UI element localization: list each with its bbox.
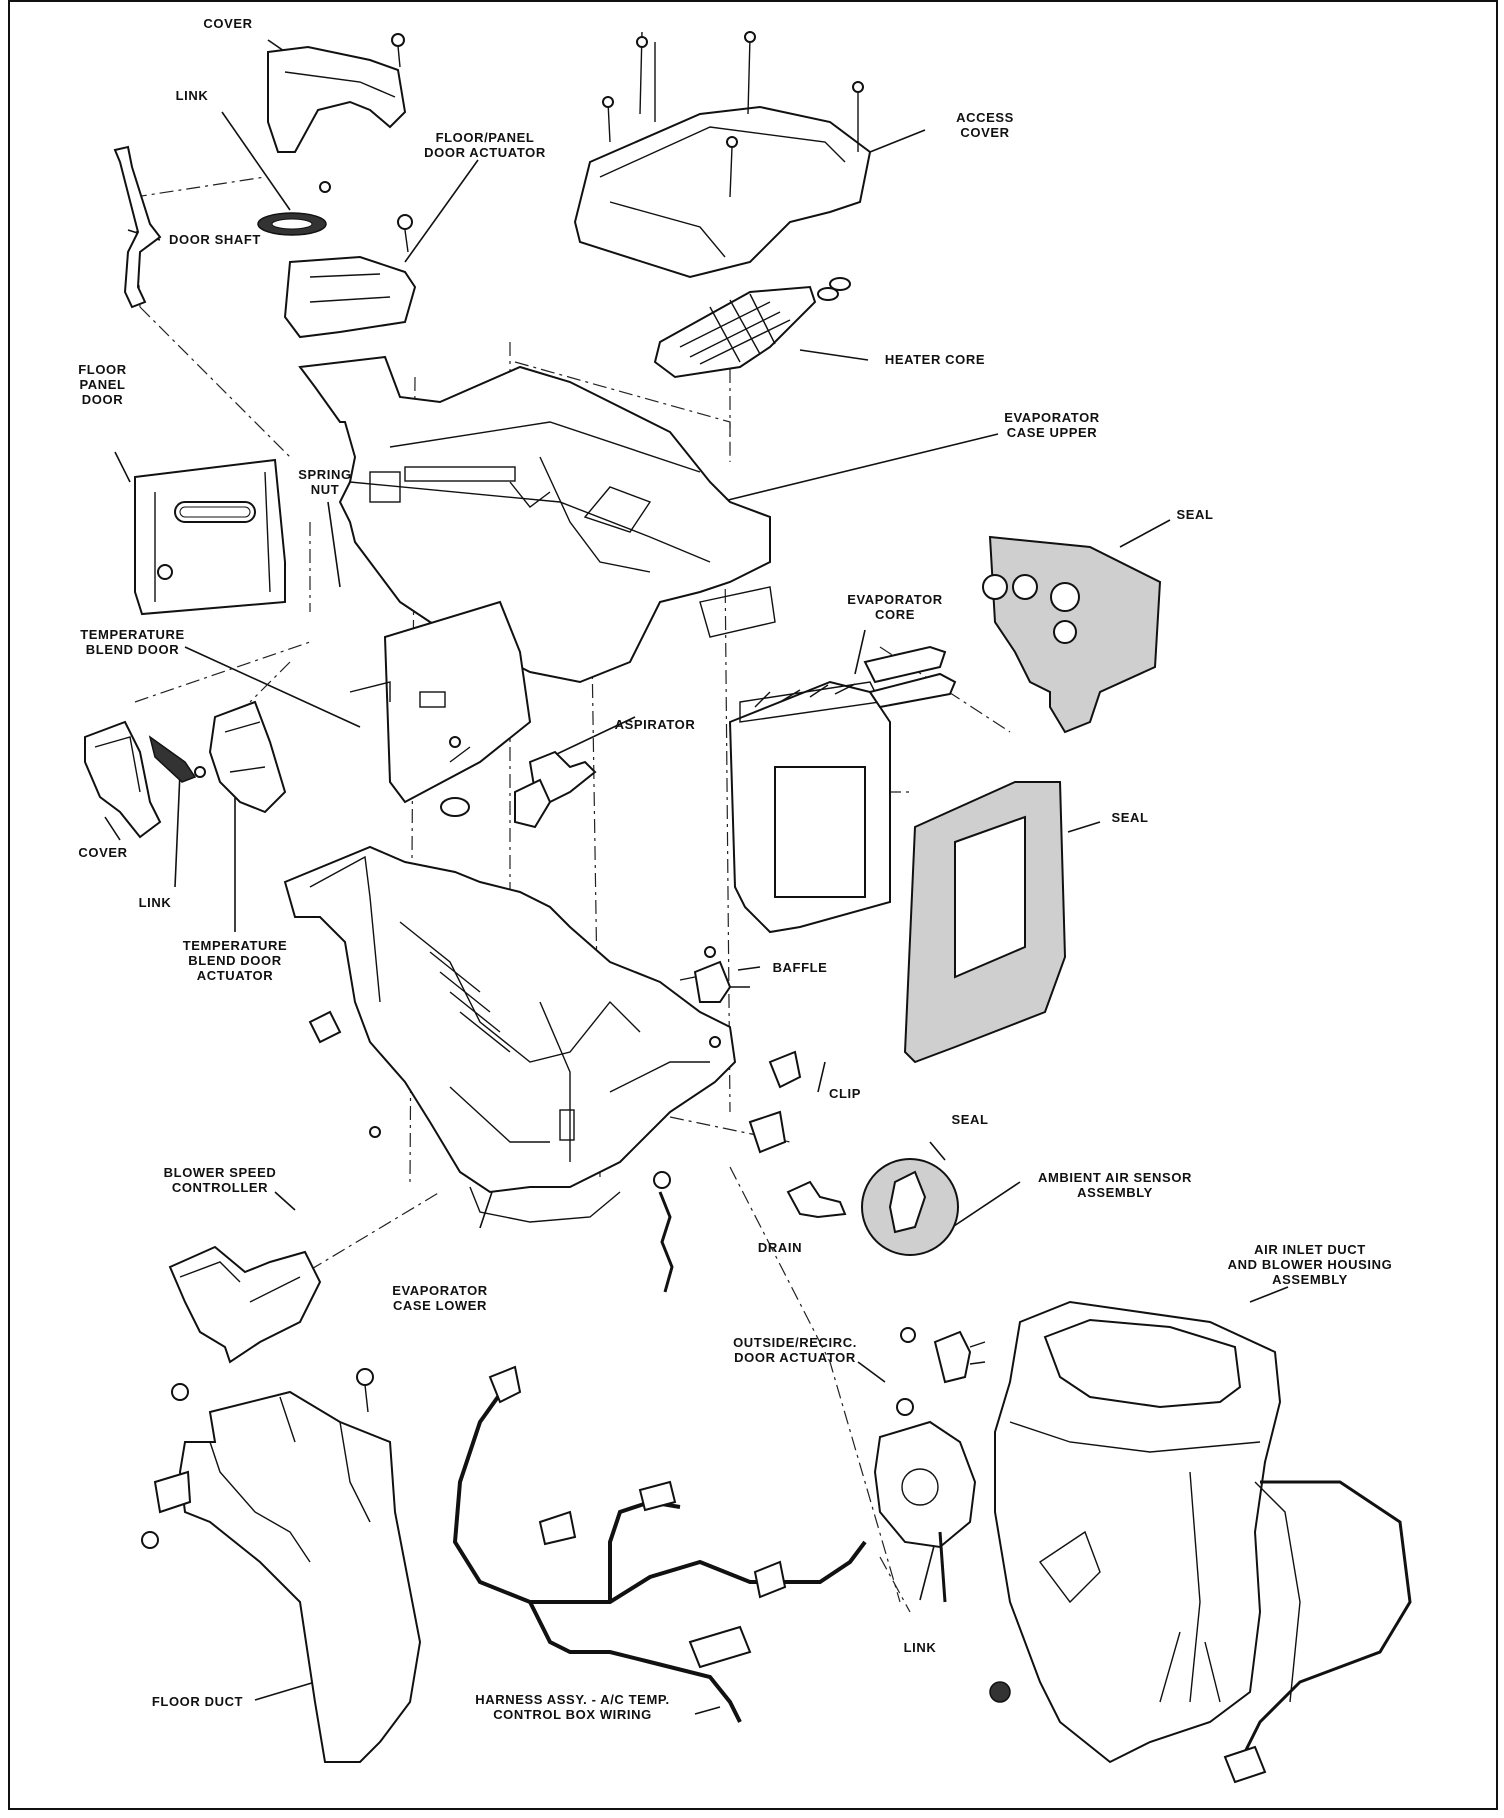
label-drain: DRAIN <box>757 1240 803 1255</box>
ambient-air-sensor-part <box>900 1327 986 1384</box>
diagram-frame: COVER LINK FLOOR/PANEL DOOR ACTUATOR DOO… <box>8 0 1498 1810</box>
label-floor-duct: FLOOR DUCT <box>151 1694 244 1709</box>
label-cover-left: COVER <box>78 845 128 860</box>
floor-duct-part <box>141 1368 422 1763</box>
evaporator-case-upper-part <box>298 355 776 684</box>
label-link-bottom: LINK <box>903 1640 937 1655</box>
clip-parts <box>308 1010 802 1154</box>
aspirator-part <box>440 736 597 829</box>
floor-panel-door-actuator-part <box>283 214 417 339</box>
label-blower-speed-controller: BLOWER SPEED CONTROLLER <box>163 1165 277 1195</box>
evap-case-lower-springs <box>653 1171 674 1293</box>
label-evaporator-case-lower: EVAPORATOR CASE LOWER <box>392 1283 488 1313</box>
label-access-cover: ACCESS COVER <box>956 110 1014 140</box>
label-link-top: LINK <box>175 88 209 103</box>
seal-mid-part <box>903 781 1067 1064</box>
blower-speed-controller-part <box>168 1245 322 1401</box>
temperature-blend-door-part <box>349 600 532 804</box>
seal-top-part <box>982 535 1162 734</box>
label-floor-panel-door-actuator: FLOOR/PANEL DOOR ACTUATOR <box>424 130 546 160</box>
baffle-part <box>679 946 750 1003</box>
label-cover-top: COVER <box>203 16 253 31</box>
cover-top-part <box>267 33 407 153</box>
label-floor-panel-door: FLOOR PANEL DOOR <box>78 362 127 407</box>
label-seal-drain: SEAL <box>951 1112 989 1127</box>
label-evaporator-case-upper: EVAPORATOR CASE UPPER <box>1004 410 1100 440</box>
label-air-inlet-duct: AIR INLET DUCT AND BLOWER HOUSING ASSEMB… <box>1227 1242 1393 1287</box>
label-seal-mid: SEAL <box>1111 810 1149 825</box>
label-door-shaft: DOOR SHAFT <box>169 232 261 247</box>
door-shaft-part <box>113 145 162 309</box>
temperature-blend-door-actuator-part <box>208 700 287 814</box>
air-inlet-duct-part <box>994 1300 1412 1784</box>
label-harness-assy: HARNESS ASSY. - A/C TEMP. CONTROL BOX WI… <box>475 1692 670 1722</box>
label-clip: CLIP <box>828 1086 861 1101</box>
label-baffle: BAFFLE <box>772 960 828 975</box>
floor-panel-door-part <box>134 458 286 616</box>
exploded-view-drawing <box>84 31 1412 1784</box>
label-link-left: LINK <box>138 895 172 910</box>
link-top-part <box>257 181 331 236</box>
link-bottom-part <box>938 1531 1011 1703</box>
label-heater-core: HEATER CORE <box>884 352 986 367</box>
access-cover-part <box>573 31 872 279</box>
label-outside-recirc-door-actuator: OUTSIDE/RECIRC. DOOR ACTUATOR <box>733 1335 857 1365</box>
evaporator-core-part <box>728 645 957 934</box>
seal-drain-part <box>861 1158 959 1256</box>
harness-assy-part <box>452 1365 867 1723</box>
label-ambient-air-sensor-assembly: AMBIENT AIR SENSOR ASSEMBLY <box>1037 1170 1193 1200</box>
label-spring-nut: SPRING NUT <box>298 467 352 497</box>
outside-recirc-door-actuator-part <box>873 1398 977 1549</box>
label-evaporator-core: EVAPORATOR CORE <box>847 592 943 622</box>
label-temperature-blend-door: TEMPERATURE BLEND DOOR <box>80 627 185 657</box>
label-aspirator: ASPIRATOR <box>614 717 696 732</box>
drain-part <box>786 1180 847 1219</box>
label-temperature-blend-door-actuator: TEMPERATURE BLEND DOOR ACTUATOR <box>182 938 288 983</box>
cover-left-part <box>84 720 162 839</box>
link-left-part <box>148 735 206 783</box>
evaporator-case-lower-part <box>283 845 737 1223</box>
label-seal-top: SEAL <box>1176 507 1214 522</box>
heater-core-part <box>653 277 851 379</box>
